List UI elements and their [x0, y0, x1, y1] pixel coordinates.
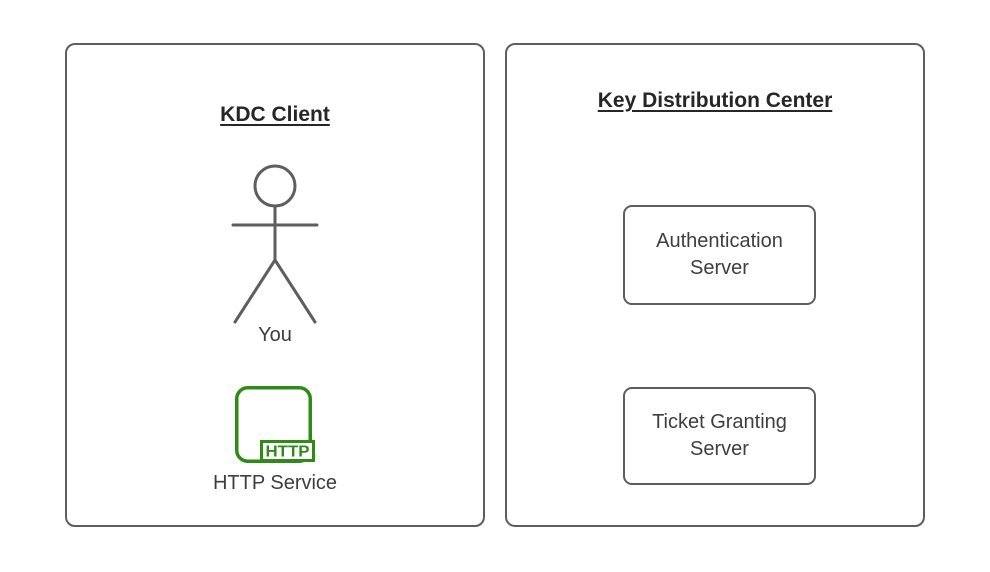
actor-icon: [231, 164, 319, 324]
key-distribution-center-title: Key Distribution Center: [597, 89, 833, 112]
authentication-server-label: Authentication Server: [656, 230, 783, 279]
ticket-granting-server-label: Ticket Granting Server: [652, 411, 787, 460]
actor-left-leg: [233, 258, 277, 324]
actor-label: You: [258, 324, 292, 346]
ticket-granting-server-node: Ticket Granting Server: [623, 387, 816, 485]
http-badge-label: HTTP: [266, 444, 310, 461]
key-distribution-center-panel: Key Distribution Center Authentication S…: [505, 43, 925, 527]
authentication-server-node: Authentication Server: [623, 205, 816, 305]
http-service-label: HTTP Service: [212, 472, 338, 494]
kdc-client-panel: KDC Client You HTTP HTTP Service: [65, 43, 485, 527]
http-service-icon: HTTP: [235, 386, 315, 463]
http-badge: [260, 440, 315, 462]
kdc-client-title: KDC Client: [220, 103, 330, 126]
actor-head: [253, 164, 297, 208]
actor-right-leg: [273, 258, 317, 324]
